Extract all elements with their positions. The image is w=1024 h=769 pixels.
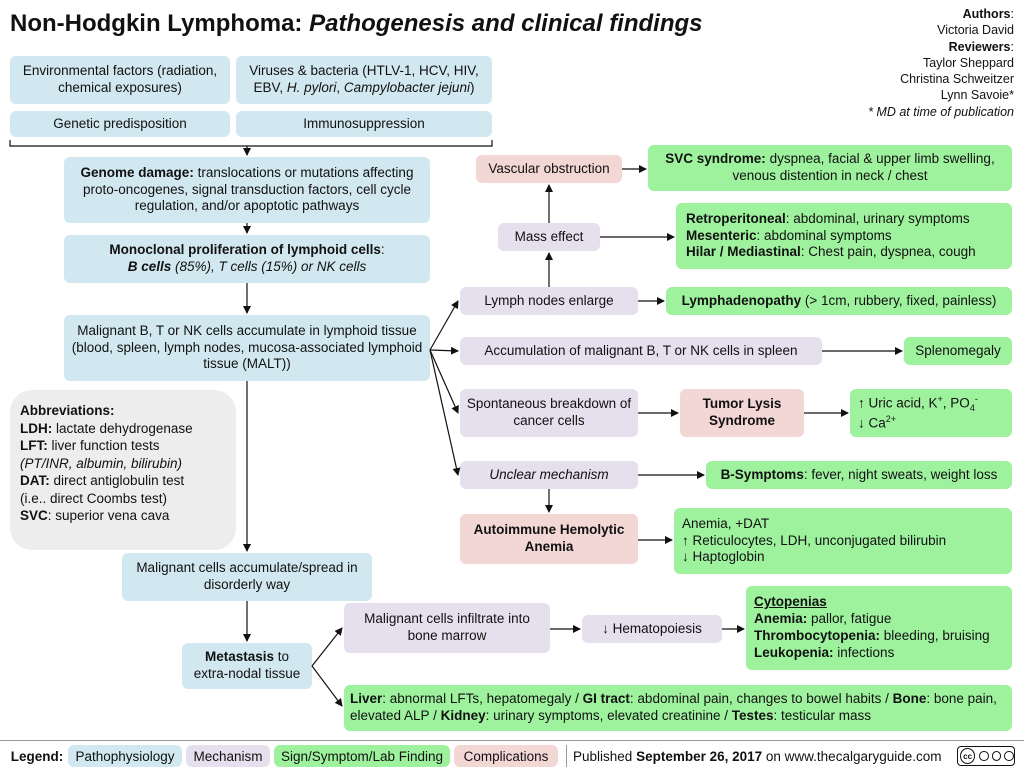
mass-effect-symptoms-box: Retroperitoneal: abdominal, urinary symp… [676, 203, 1012, 269]
cytopenias-box: Cytopenias Anemia: pallor, fatigue Throm… [746, 586, 1012, 670]
malig-to-nodes-arrow [429, 300, 459, 351]
authors-block: Authors: Victoria David Reviewers: Taylo… [868, 7, 1014, 119]
hematopoiesis-box: ↓ Hematopoiesis [582, 615, 722, 643]
splenomegaly-box: Splenomegaly [904, 337, 1012, 365]
extra-nodal-organs-box: Liver: abnormal LFTs, hepatomegaly / GI … [344, 685, 1012, 731]
cause-bracket [9, 140, 493, 147]
electrolytes-box: ↑ Uric acid, K+, PO4- ↓ Ca2+ [850, 389, 1012, 437]
metastasis-to-marrow-arrow [311, 627, 343, 667]
legend-complications: Complications [454, 745, 558, 767]
bone-marrow-infiltration-box: Malignant cells infiltrate into bone mar… [344, 603, 550, 653]
genome-damage-box: Genome damage: translocations or mutatio… [64, 157, 430, 223]
immunosuppression-box: Immunosuppression [236, 111, 492, 137]
autoimmune-hemolytic-anemia-box: Autoimmune Hemolytic Anemia [460, 514, 638, 564]
publication-info: Published September 26, 2017 on www.thec… [566, 745, 950, 767]
malig-to-spleen-arrow [429, 346, 459, 355]
tumor-lysis-syndrome-box: Tumor Lysis Syndrome [680, 389, 804, 437]
malig-to-breakdown-arrow [429, 349, 459, 414]
viruses-bacteria-box: Viruses & bacteria (HTLV-1, HCV, HIV, EB… [236, 56, 492, 104]
spontaneous-breakdown-box: Spontaneous breakdown of cancer cells [460, 389, 638, 437]
svc-syndrome-box: SVC syndrome: dyspnea, facial & upper li… [648, 145, 1012, 191]
spleen-accumulation-box: Accumulation of malignant B, T or NK cel… [460, 337, 822, 365]
mass-effect-box: Mass effect [498, 223, 600, 251]
legend-pathophysiology: Pathophysiology [68, 745, 182, 767]
page-title: Non-Hodgkin Lymphoma: Pathogenesis and c… [10, 10, 703, 37]
malignant-cells-accumulate-box: Malignant B, T or NK cells accumulate in… [64, 315, 430, 381]
monoclonal-proliferation-box: Monoclonal proliferation of lymphoid cel… [64, 235, 430, 283]
hemolytic-anemia-findings-box: Anemia, +DAT ↑ Reticulocytes, LDH, uncon… [674, 508, 1012, 574]
vascular-obstruction-box: Vascular obstruction [476, 155, 622, 183]
malig-to-unclear-arrow [429, 349, 461, 476]
malignant-spread-box: Malignant cells accumulate/spread in dis… [122, 553, 372, 601]
unclear-mechanism-box: Unclear mechanism [460, 461, 638, 489]
metastasis-box: Metastasis to extra-nodal tissue [182, 643, 312, 689]
metastasis-to-organs-arrow [311, 665, 343, 707]
lymphadenopathy-box: Lymphadenopathy (> 1cm, rubbery, fixed, … [666, 287, 1012, 315]
environmental-factors-box: Environmental factors (radiation, chemic… [10, 56, 230, 104]
genetic-predisposition-box: Genetic predisposition [10, 111, 230, 137]
legend-sign-symptom: Sign/Symptom/Lab Finding [274, 745, 450, 767]
legend-mechanism: Mechanism [186, 745, 270, 767]
legend-label: Legend: [10, 748, 64, 764]
legend-bar: Legend: Pathophysiology Mechanism Sign/S… [0, 740, 1024, 769]
abbreviations-panel: Abbreviations: LDH: lactate dehydrogenas… [10, 390, 236, 550]
b-symptoms-box: B-Symptoms: fever, night sweats, weight … [706, 461, 1012, 489]
creative-commons-icon: cc [956, 745, 1016, 767]
lymph-nodes-enlarge-box: Lymph nodes enlarge [460, 287, 638, 315]
